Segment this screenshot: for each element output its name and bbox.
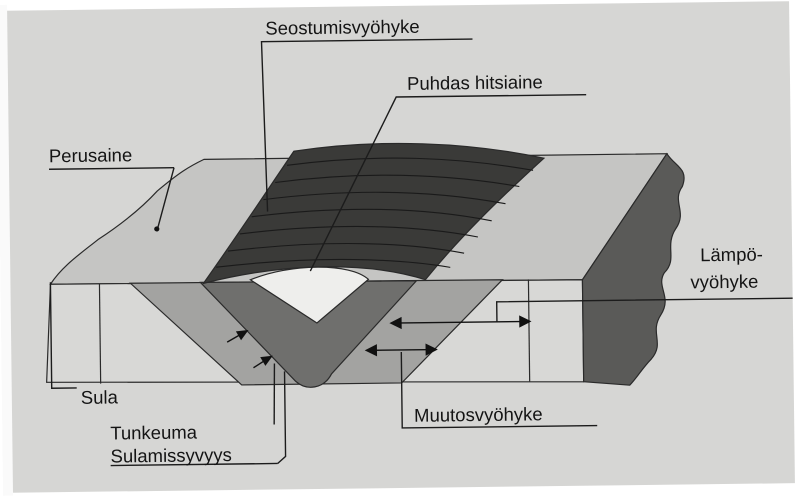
tunkeuma-leader	[273, 364, 275, 425]
label-perusaine: Perusaine	[49, 144, 133, 166]
label-seostumisvyohyke: Seostumisvyöhyke	[265, 16, 419, 39]
label-sulamissyvyys: Sulamissyvyys	[110, 444, 232, 466]
label-tunkeuma: Tunkeuma	[110, 421, 198, 443]
label-puhdas-hitsiaine: Puhdas hitsiaine	[407, 71, 543, 94]
label-lampo-line2: vyöhyke	[690, 271, 758, 293]
label-lampo-line1: Lämpö-	[700, 244, 763, 266]
label-muutosvyohyke: Muutosvyöhyke	[414, 403, 543, 426]
label-sula: Sula	[81, 386, 119, 407]
